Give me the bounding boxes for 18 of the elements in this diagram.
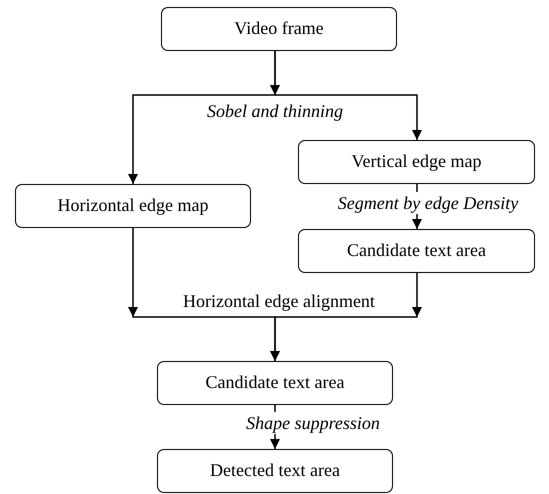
process-box: [15, 184, 251, 228]
box-label: Video frame: [234, 19, 324, 39]
arrow: [270, 273, 422, 361]
edge-label: Shape suppression: [246, 412, 380, 434]
edge-label: Sobel and thinning: [207, 100, 343, 122]
box-label: Horizontal edge map: [58, 196, 208, 216]
process-box: [161, 7, 397, 51]
edge-label: Horizontal edge alignment: [183, 290, 375, 313]
box-label: Candidate text area: [347, 241, 486, 261]
process-box: [157, 361, 393, 405]
box-label: Candidate text area: [206, 373, 344, 393]
process-box: [298, 229, 535, 273]
process-box: [298, 140, 535, 184]
process-box: [157, 449, 393, 493]
box-label: Detected text area: [210, 461, 340, 481]
edge-label: Segment by edge Density: [338, 192, 518, 214]
arrow: [270, 51, 422, 140]
box-label: Vertical edge map: [352, 152, 482, 172]
